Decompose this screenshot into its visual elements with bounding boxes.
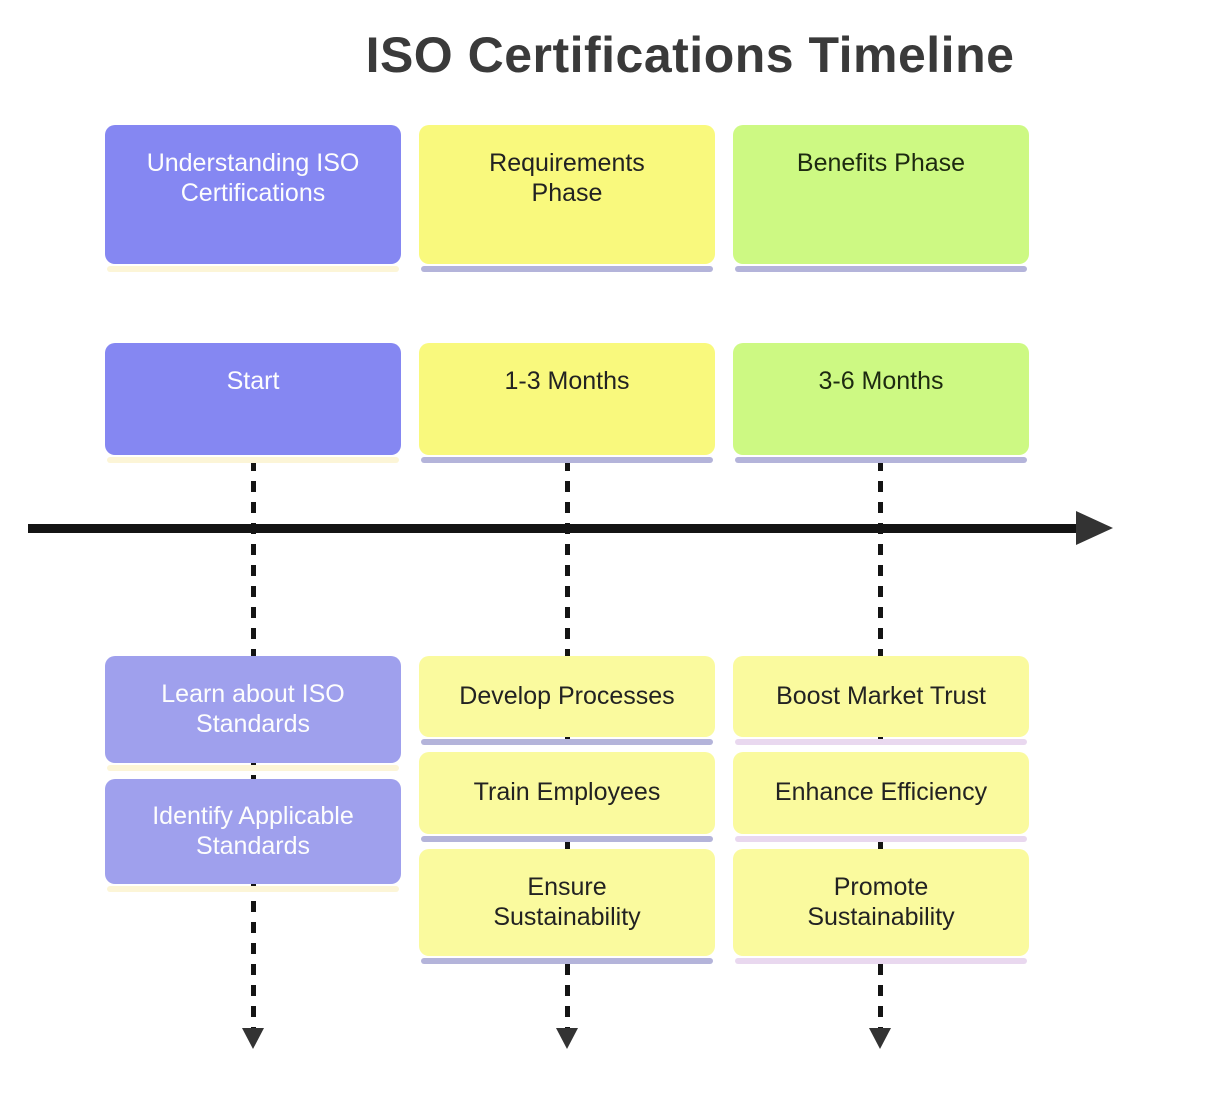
step-box-learn-about-iso-standards: Learn about ISO Standards [105,656,401,763]
box-shadow-strip [421,958,713,964]
step-label: Train Employees [473,778,661,807]
duration-label: Start [226,367,280,395]
phase-header-requirements: Requirements Phase [419,125,715,264]
step-label: Boost Market Trust [776,681,986,710]
step-label: Identify Applicable Standards [152,802,354,860]
step-box-ensure-sustainability: Ensure Sustainability [419,849,715,956]
dashed-connector-line-benefits [878,460,883,1030]
box-shadow-strip [735,836,1027,842]
step-label: Develop Processes [459,681,675,710]
box-shadow-strip [421,457,713,463]
phase-header-label: Requirements Phase [489,149,645,207]
box-shadow-strip [107,457,399,463]
box-shadow-strip [735,457,1027,463]
step-box-identify-applicable-standards: Identify Applicable Standards [105,779,401,884]
step-label: Learn about ISO Standards [161,680,345,738]
timeline-axis-line [28,524,1078,533]
step-box-train-employees: Train Employees [419,752,715,834]
duration-box-1-3-months: 1-3 Months [419,343,715,455]
duration-label: 3-6 Months [818,367,944,395]
down-arrowhead-icon [869,1028,891,1049]
phase-header-benefits: Benefits Phase [733,125,1029,264]
phase-header-understanding: Understanding ISO Certifications [105,125,401,264]
duration-label: 1-3 Months [504,367,630,395]
box-shadow-strip [421,266,713,272]
box-shadow-strip [107,266,399,272]
down-arrowhead-icon [242,1028,264,1049]
step-box-enhance-efficiency: Enhance Efficiency [733,752,1029,834]
step-label: Ensure Sustainability [493,873,641,931]
step-label: Enhance Efficiency [774,778,988,807]
step-label: Promote Sustainability [807,873,955,931]
step-box-develop-processes: Develop Processes [419,656,715,737]
right-arrowhead-icon [1076,511,1113,545]
box-shadow-strip [421,739,713,745]
phase-header-label: Benefits Phase [796,149,966,177]
box-shadow-strip [107,765,399,771]
box-shadow-strip [421,836,713,842]
box-shadow-strip [735,266,1027,272]
phase-header-label: Understanding ISO Certifications [146,149,360,207]
duration-box-start: Start [105,343,401,455]
down-arrowhead-icon [556,1028,578,1049]
page-title: ISO Certifications Timeline [365,27,1015,83]
step-box-promote-sustainability: Promote Sustainability [733,849,1029,956]
dashed-connector-line-requirements [565,460,570,1030]
step-box-boost-market-trust: Boost Market Trust [733,656,1029,737]
box-shadow-strip [107,886,399,892]
duration-box-3-6-months: 3-6 Months [733,343,1029,455]
box-shadow-strip [735,958,1027,964]
box-shadow-strip [735,739,1027,745]
